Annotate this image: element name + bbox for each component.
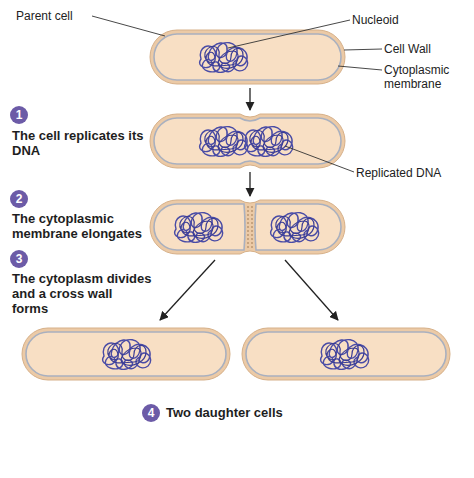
callout-number: 4	[142, 404, 160, 422]
parent-cell	[150, 30, 345, 84]
leader-line	[92, 16, 382, 172]
elongating-cell	[150, 114, 345, 168]
callout-number: 2	[10, 190, 28, 208]
cell-label: Cytoplasmic membrane	[384, 63, 469, 91]
cell-label: Cell Wall	[384, 42, 469, 56]
step-text: The cytoplasm divides and a cross wall f…	[12, 271, 152, 316]
cell-label: Replicated DNA	[356, 166, 466, 180]
callout-number: 3	[10, 250, 28, 268]
step-text: Two daughter cells	[166, 405, 366, 420]
cell-label: Nucleoid	[352, 13, 452, 27]
dividing-cell	[150, 200, 345, 254]
cell-label: Parent cell	[16, 9, 106, 23]
step-text: The cytoplasmic membrane elongates	[12, 211, 160, 241]
daughter-cell	[22, 328, 230, 380]
daughter-cell	[242, 328, 450, 380]
callout-number: 1	[10, 106, 28, 124]
process-arrow	[160, 88, 338, 320]
step-text: The cell replicates its DNA	[12, 128, 160, 158]
